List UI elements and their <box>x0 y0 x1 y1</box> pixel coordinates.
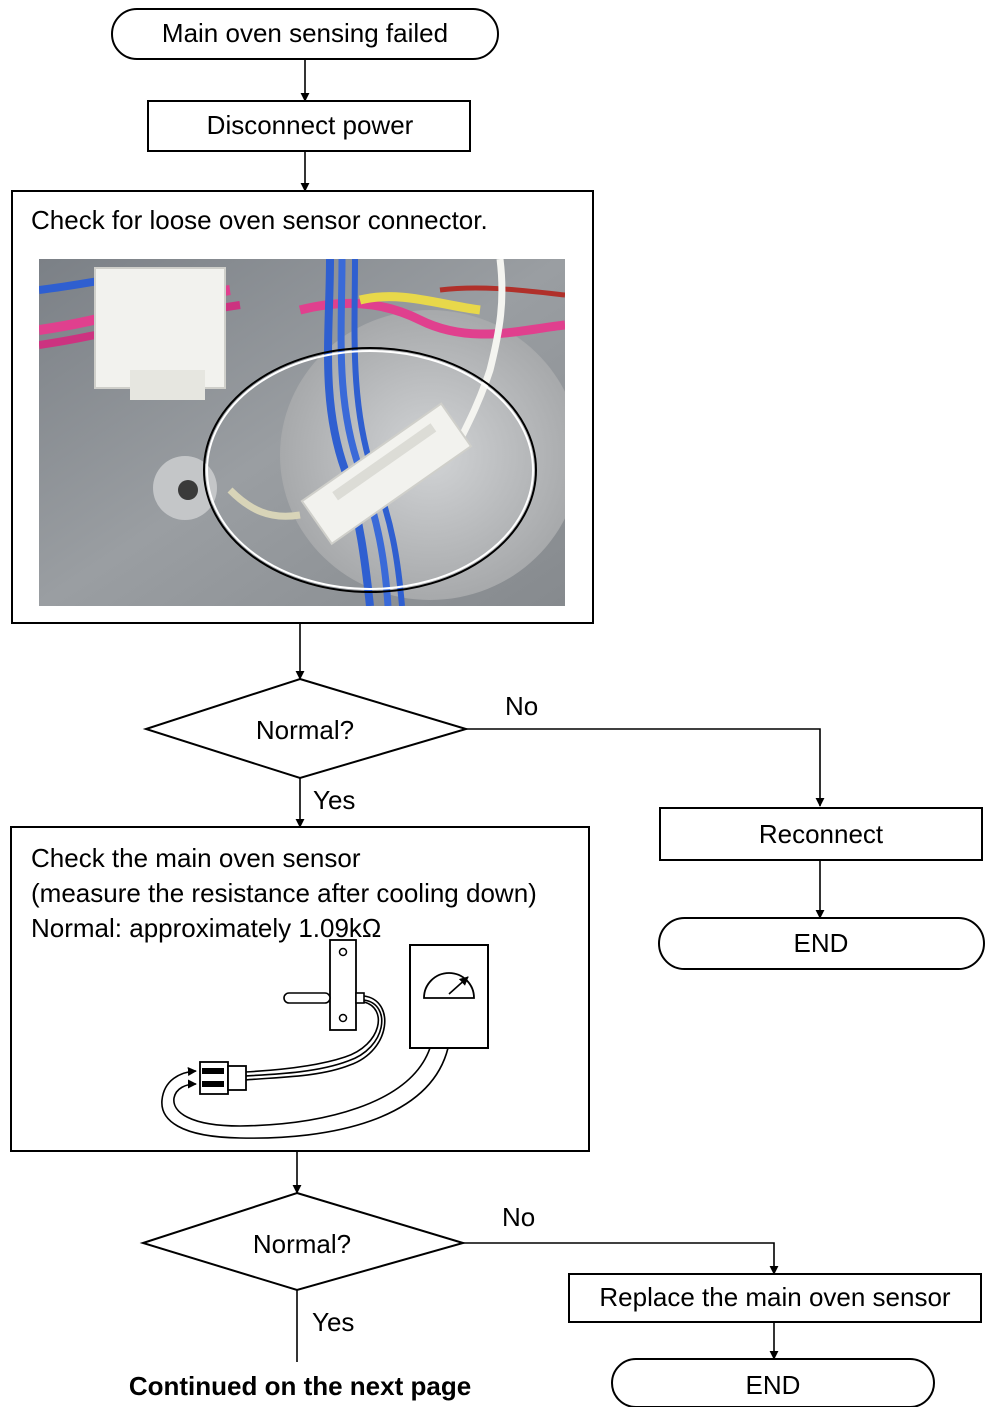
replace-sensor-step: Replace the main oven sensor <box>568 1273 982 1323</box>
ohmmeter-icon <box>409 944 489 1049</box>
check-connector-label: Check for loose oven sensor connector. <box>31 205 488 235</box>
sensor-connector-icon <box>199 1061 247 1095</box>
disconnect-power-label: Disconnect power <box>207 110 414 140</box>
end1-label: END <box>794 928 849 958</box>
reconnect-step: Reconnect <box>659 807 983 861</box>
end2-label: END <box>746 1370 801 1400</box>
temperature-sensor-probe-icon <box>283 939 365 1031</box>
check-sensor-step: Check the main oven sensor (measure the … <box>10 826 590 1152</box>
check-sensor-line2: (measure the resistance after cooling do… <box>31 878 537 908</box>
end-terminator-1: END <box>658 917 985 970</box>
check-sensor-line1: Check the main oven sensor <box>31 843 361 873</box>
replace-sensor-label: Replace the main oven sensor <box>599 1282 951 1312</box>
disconnect-power-step: Disconnect power <box>147 100 471 152</box>
check-sensor-line3: Normal: approximately 1.09kΩ <box>31 913 381 943</box>
decision1-yes-label: Yes <box>313 785 355 815</box>
decision-normal-2: Normal? <box>139 1191 467 1292</box>
start-terminator: Main oven sensing failed <box>111 8 499 60</box>
decision-normal-1: Normal? <box>142 677 470 780</box>
reconnect-label: Reconnect <box>759 819 884 849</box>
start-label: Main oven sensing failed <box>162 18 448 48</box>
decision1-no-label: No <box>505 691 538 721</box>
decision2-yes-label: Yes <box>312 1307 354 1337</box>
oven-sensor-connector-photo <box>39 259 565 606</box>
decision1-question: Normal? <box>256 715 354 745</box>
arrow-decision2-no <box>463 1242 779 1275</box>
end-terminator-2: END <box>611 1358 935 1407</box>
check-connector-step: Check for loose oven sensor connector. <box>11 190 594 624</box>
continued-next-page-label: Continued on the next page <box>129 1371 471 1401</box>
arrow-decision1-no <box>466 728 825 807</box>
decision2-question: Normal? <box>253 1229 351 1259</box>
decision2-no-label: No <box>502 1202 535 1232</box>
